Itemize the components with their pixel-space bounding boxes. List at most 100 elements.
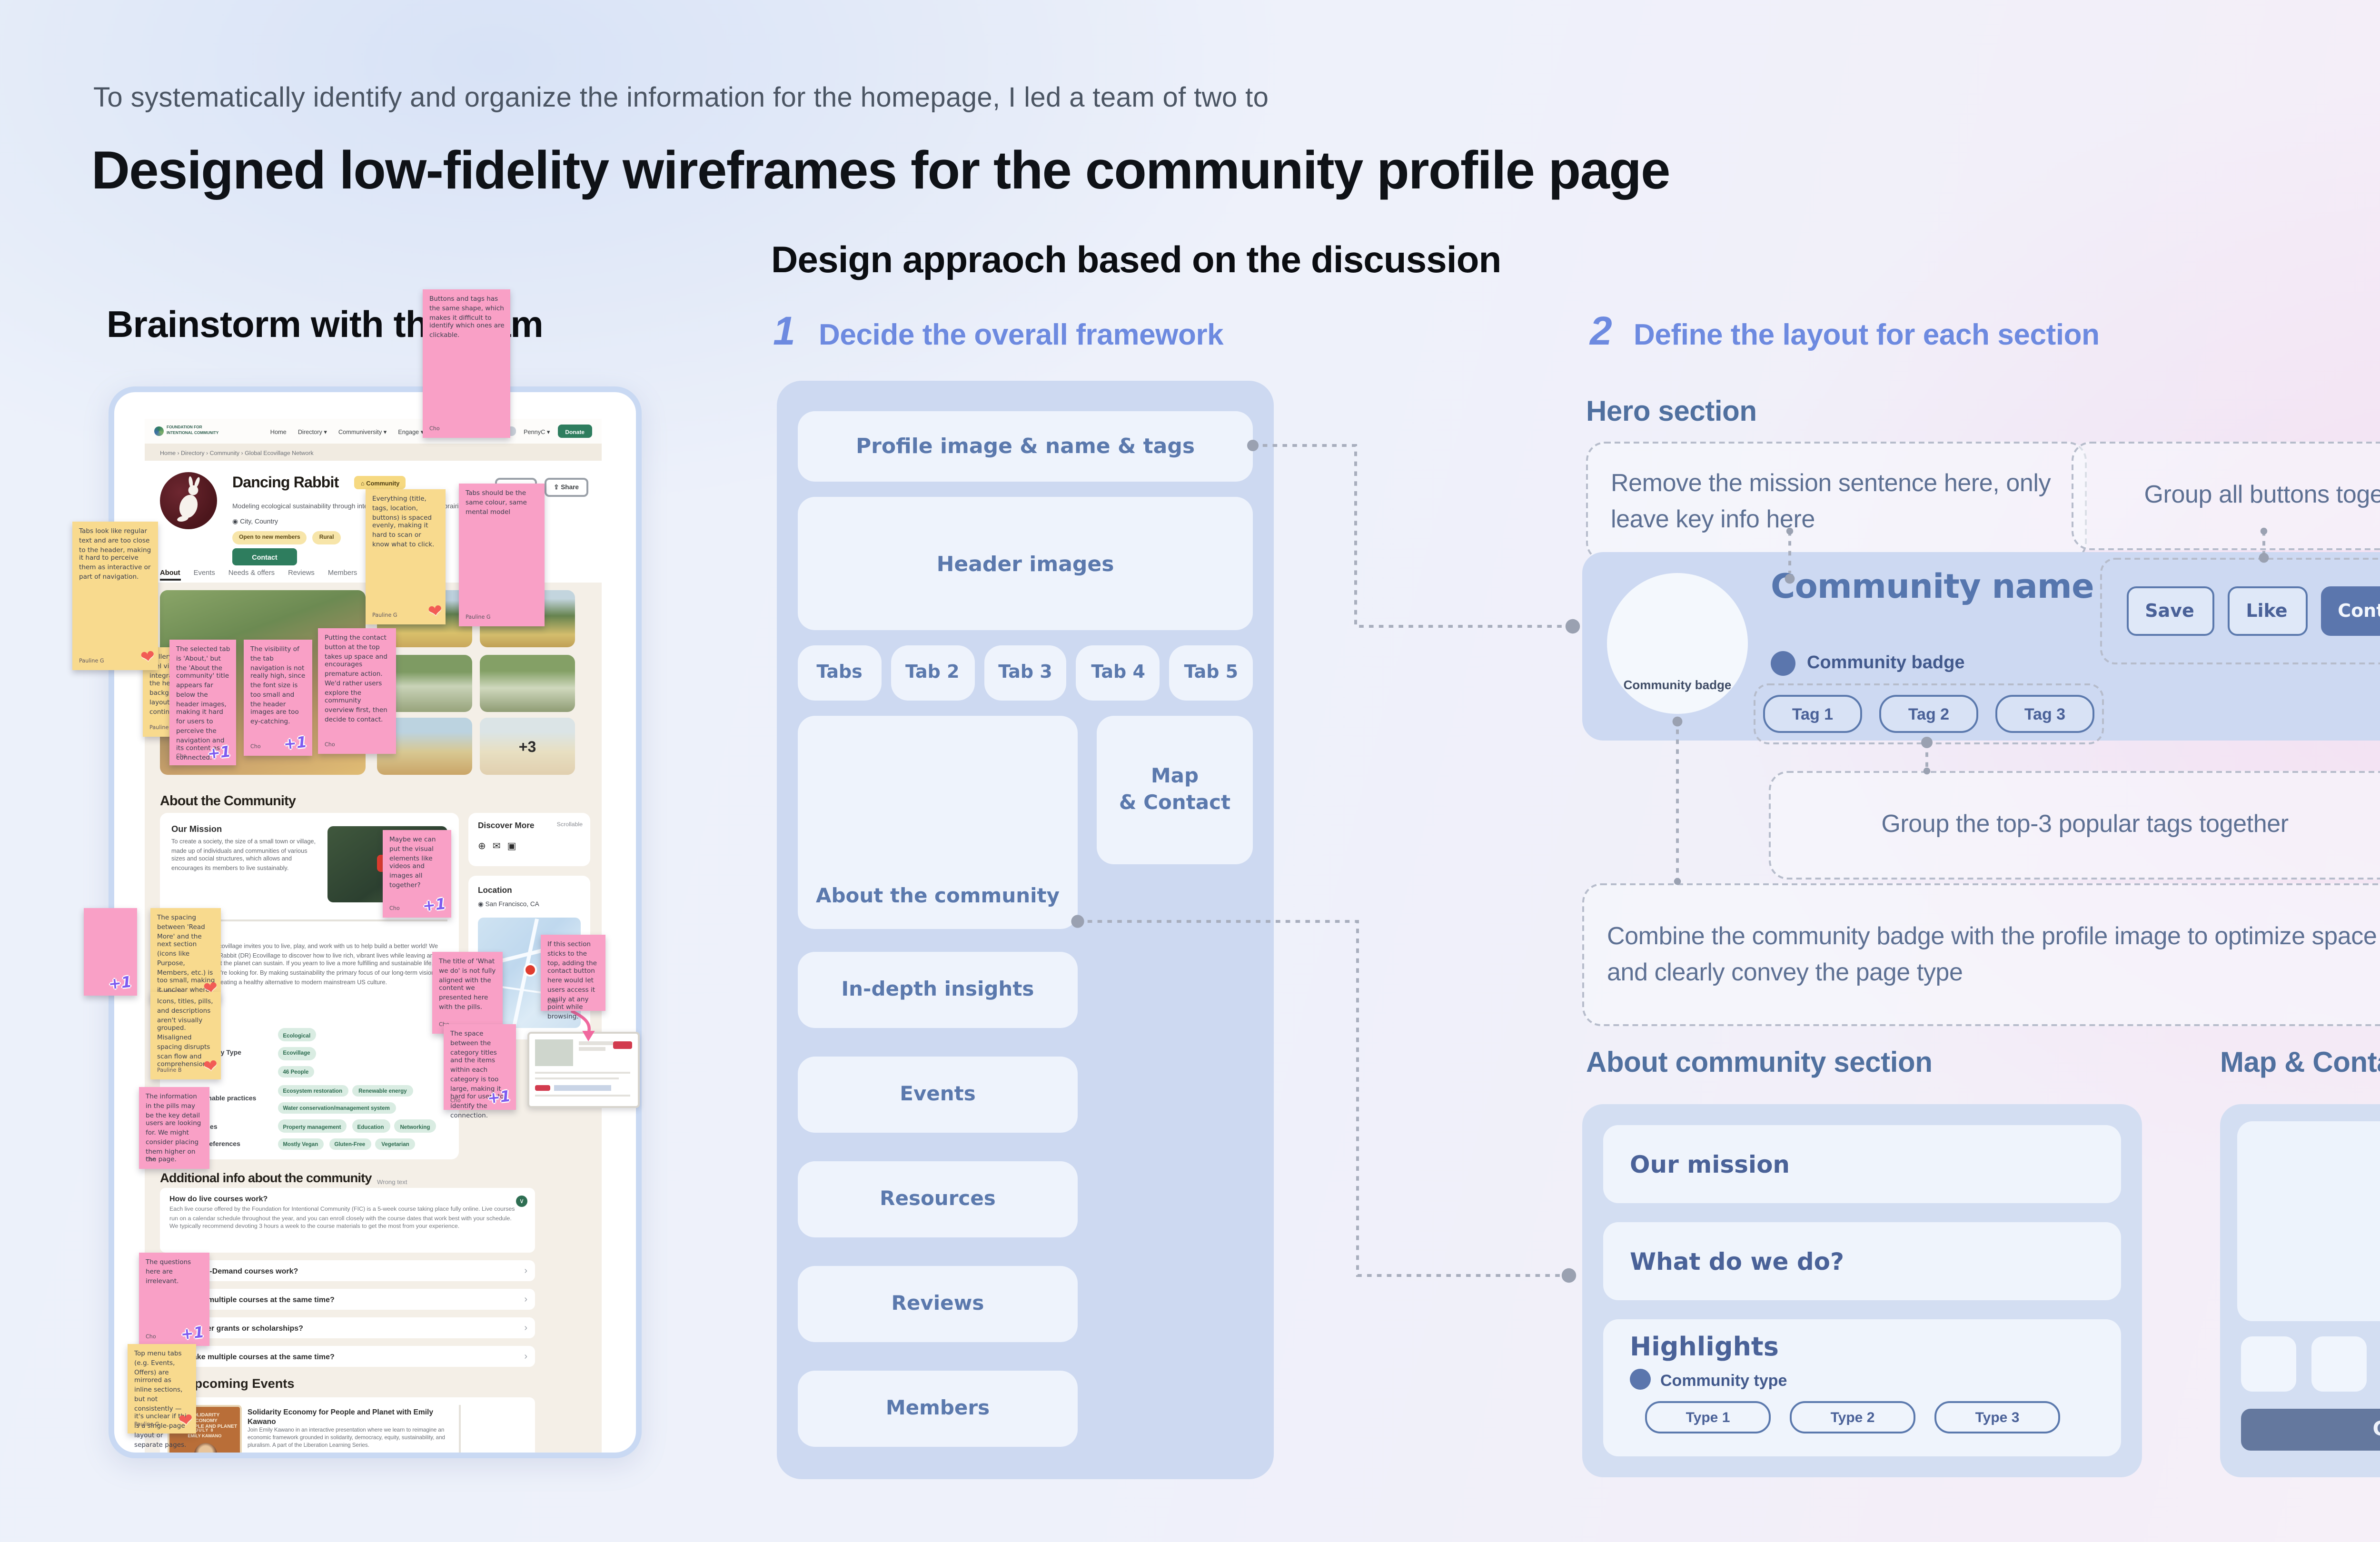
block-tab-4[interactable]: Tab 4 [1076,645,1160,701]
block-tab-2[interactable]: Tab 2 [891,645,974,701]
mail-icon: ✉ [492,840,501,852]
site-tab-reviews[interactable]: Reviews [288,569,315,577]
chevron-right-icon[interactable]: › [524,1322,527,1334]
rabbit-icon [177,476,200,522]
community-location: ◉ City, Country [232,518,278,525]
gallery-more-overlay[interactable]: +3 [480,718,575,775]
nav-communiversity[interactable]: Communiversity ▾ [338,427,387,435]
sticky-note-text: The selected tab is 'About,' but the 'Ab… [176,645,230,762]
sticky-note-author: Cho [450,1097,461,1105]
sticky-note-text: Maybe we can put the visual elements lik… [389,836,436,889]
chevron-right-icon[interactable]: › [524,1265,527,1277]
sticky-note-p9: The information in the pills may be the … [139,1087,209,1169]
wf-like-button[interactable]: Like [2227,586,2307,636]
block-tab-5[interactable]: Tab 5 [1169,645,1253,701]
sticky-note-p6: Maybe we can put the visual elements lik… [383,830,451,918]
wf-type-1[interactable]: Type 1 [1645,1401,1771,1433]
heart-icon: ❤ [178,1412,196,1433]
hero-section-heading: Hero section [1586,396,1757,428]
block-header-images: Header images [798,497,1253,630]
faq-item[interactable]: Can I take multiple courses at the same … [160,1289,535,1310]
sticky-note-author: Pauline B [157,1066,182,1074]
wf-tag-3[interactable]: Tag 3 [1995,695,2094,733]
sticky-note-text: The space between the category titles an… [450,1030,504,1119]
chevron-down-icon[interactable]: ∨ [516,1195,527,1206]
sticky-note-y2: Everything (title, tags, location, butto… [366,489,446,624]
nav-engage[interactable]: Engage ▾ [398,427,424,435]
faq-item[interactable]: How do On-Demand courses work?› [160,1260,535,1281]
sticky-note-text: Top menu tabs (e.g. Events, Offers) are … [134,1350,190,1448]
faq-item[interactable]: Can I take multiple courses at the same … [160,1346,535,1367]
share-button[interactable]: ⇪ Share [544,478,588,496]
sticky-note-p3: The selected tab is 'About,' but the 'Ab… [169,640,236,765]
block-members: Members [798,1371,1078,1447]
community-pill: Rural [312,531,341,544]
sticky-note-text: Icons, titles, pills, and descriptions a… [157,998,213,1069]
attribute-values: 46 People [277,1066,315,1078]
tags-group: Tag 1 Tag 2 Tag 3 [1754,683,2104,744]
map-wireframe-card: Map Contact [2220,1104,2380,1477]
wf-contact-button[interactable]: Contact [2320,586,2380,636]
wf-tag-1[interactable]: Tag 1 [1763,695,1862,733]
sticky-note-y1: Tabs look like regular text and are too … [72,522,158,670]
sticky-note-text: The questions here are irrelevant. [146,1258,191,1285]
sticky-note-text: Tabs look like regular text and are too … [79,527,151,581]
map-section-heading: Map & Contact [2220,1047,2380,1079]
nav-directory[interactable]: Directory ▾ [298,427,327,435]
block-profile: Profile image & name & tags [798,411,1253,482]
site-tab-about[interactable]: About [160,569,180,581]
attribute-pill: Renewable energy [353,1084,413,1097]
annotation-group-tags: Group the top-3 popular tags together [1769,771,2380,880]
sticky-note-p10: +1 [84,908,137,996]
wf-contact-button[interactable]: Contact [2241,1409,2380,1451]
site-contact-button[interactable]: Contact [232,548,297,565]
website-icon: ⊕ [478,840,486,852]
map-thumb-2 [2311,1336,2367,1392]
block-tab-1[interactable]: Tabs [798,645,882,701]
wf-type-2[interactable]: Type 2 [1790,1401,1915,1433]
breadcrumb: Home › Directory › Community › Global Ec… [145,444,602,461]
plus-one-label: +1 [421,895,446,915]
row-our-mission: Our mission [1603,1125,2121,1203]
sticky-note-author: Pauline G [149,723,175,731]
faq-item[interactable]: Do you offer grants or scholarships?› [160,1317,535,1338]
community-name: Dancing Rabbit [232,474,339,491]
wf-community-name: Community name [1771,569,2094,607]
sticky-note-y5: Icons, titles, pills, and descriptions a… [150,992,221,1079]
intro-text: To systematically identify and organize … [93,84,1269,114]
attribute-pill: Vegetarian [376,1138,415,1151]
nav-home[interactable]: Home [270,427,287,435]
sticky-note-author: Pauline G [372,611,397,619]
sticky-note-author: Pauline G [134,1420,159,1428]
faq-item[interactable]: How do live courses work?Each live cours… [160,1188,535,1253]
site-tab-events[interactable]: Events [193,569,215,577]
sticky-note-author: Cho [146,1333,156,1341]
about-section-heading: About community section [1586,1047,1933,1079]
wf-save-button[interactable]: Save [2126,586,2213,636]
wf-tag-2[interactable]: Tag 2 [1879,695,1978,733]
sticky-note-p12: If this section sticks to the top, addin… [541,935,605,1021]
user-menu[interactable]: PennyC ▾ [523,427,550,435]
wf-type-3[interactable]: Type 3 [1934,1401,2060,1433]
site-tab-members[interactable]: Members [327,569,357,577]
sticky-note-text: Buttons and tags has the same shape, whi… [429,295,505,339]
site-tab-needs-offers[interactable]: Needs & offers [228,569,275,577]
sticky-note-p7: The title of 'What we do' is not fully a… [432,952,503,1034]
sticky-note-author: Cho [176,752,187,760]
discussion-subtitle: Design appraoch based on the discussion [771,240,1501,282]
sticky-note-text: The visibility of the tab navigation is … [250,645,306,726]
map-thumb-1 [2241,1336,2296,1392]
block-tab-3[interactable]: Tab 3 [983,645,1067,701]
chevron-right-icon[interactable]: › [524,1294,527,1305]
sticky-note-text: If this section sticks to the top, addin… [547,940,597,1021]
chevron-right-icon[interactable]: › [524,1351,527,1363]
donate-button[interactable]: Donate [557,424,592,438]
sticky-note-y6: Top menu tabs (e.g. Events, Offers) are … [128,1344,196,1448]
social-icons[interactable]: ⊕✉▣ [478,840,516,852]
sticky-note-author: Cho [547,998,558,1006]
